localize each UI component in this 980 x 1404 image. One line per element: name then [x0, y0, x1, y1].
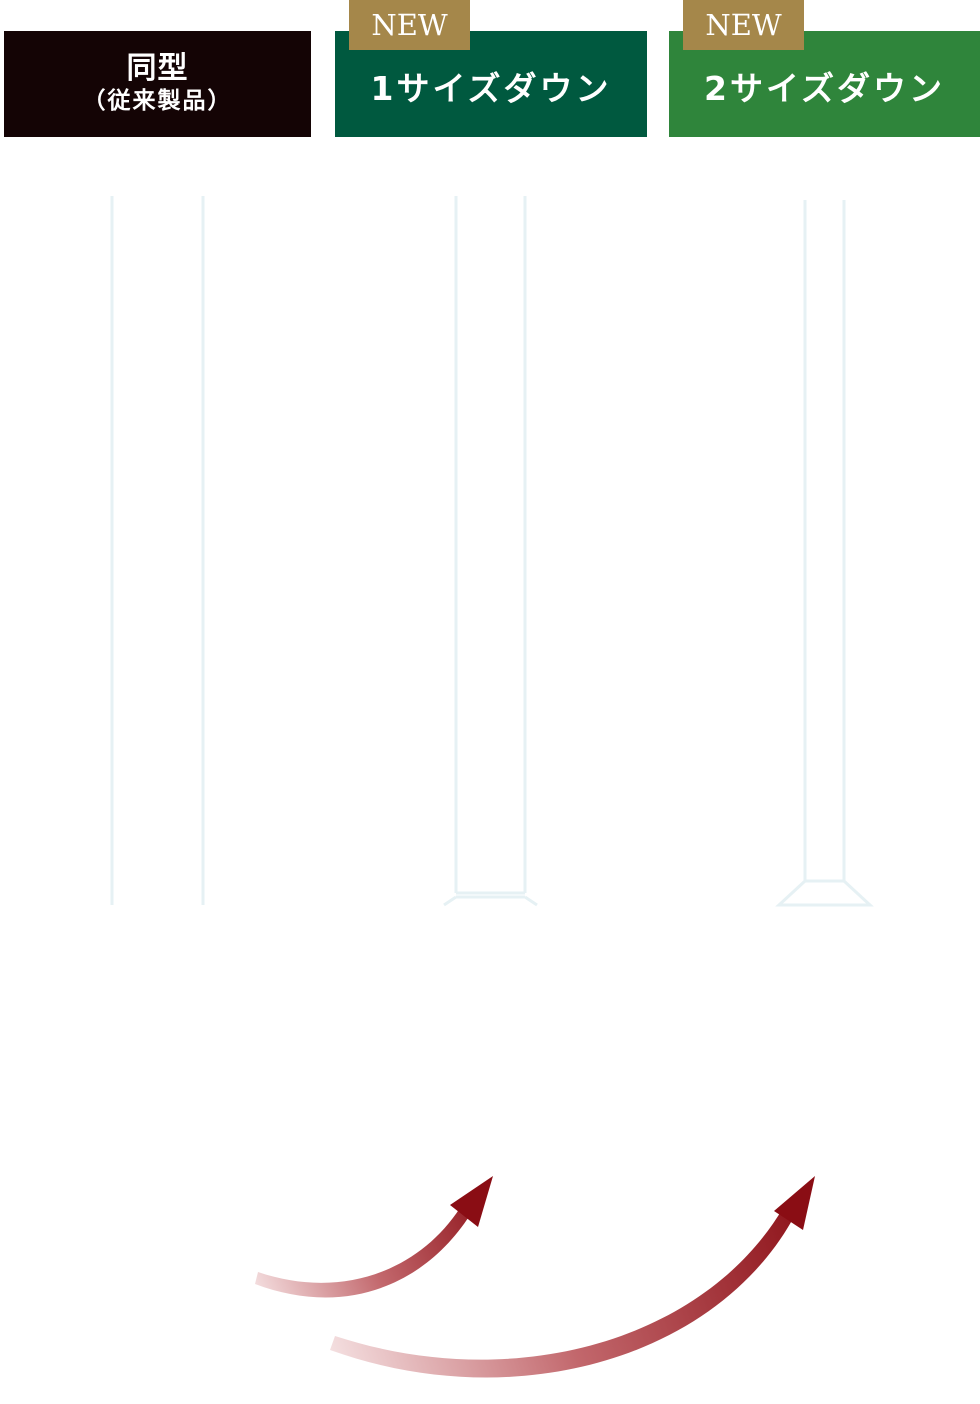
- curved-arrow-up-right-icon: [330, 1176, 815, 1378]
- product-outline-one-down: [443, 196, 538, 907]
- outline-base: [443, 895, 538, 907]
- product-outline-two-down: [775, 200, 874, 907]
- header-same-subtitle: （従来製品）: [82, 88, 233, 114]
- header-two-title: 2サイズダウン: [704, 69, 945, 108]
- header-same-type: 同型 （従来製品）: [4, 31, 311, 137]
- header-same-title: 同型: [126, 51, 189, 86]
- header-one-title: 1サイズダウン: [370, 69, 612, 108]
- outline-base: [775, 879, 874, 907]
- new-badge-one: NEW: [349, 0, 470, 50]
- new-badge-two: NEW: [683, 0, 804, 50]
- curved-arrow-up-right-icon: [255, 1176, 493, 1298]
- product-outline-same: [110, 196, 205, 905]
- header-one-size-down: 1サイズダウン: [335, 31, 647, 137]
